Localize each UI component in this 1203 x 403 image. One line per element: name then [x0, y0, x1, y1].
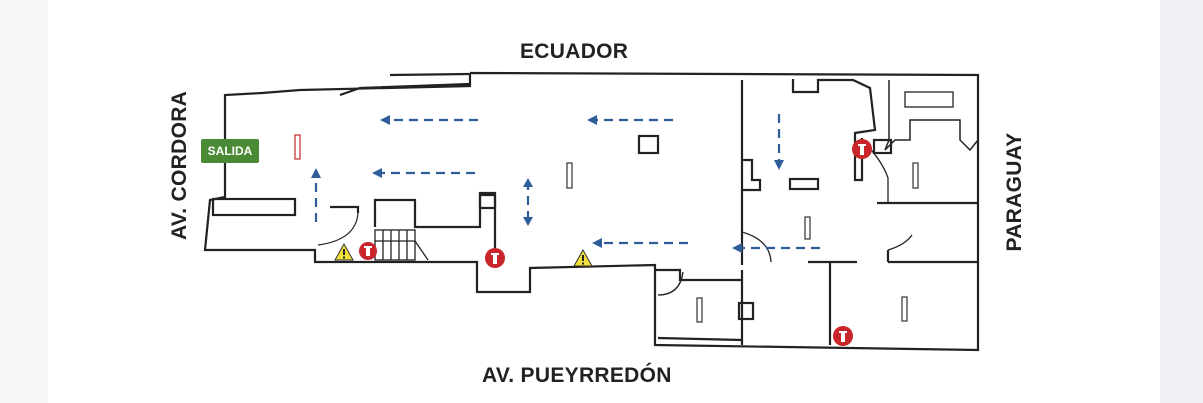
fire-extinguisher-icon [852, 139, 872, 159]
outer-wall [203, 71, 980, 352]
column [637, 134, 660, 155]
evacuation-arrow-icon [372, 168, 382, 178]
street-label-right: PARAGUAY [1003, 132, 1026, 252]
evacuation-arrows [314, 114, 820, 250]
evacuation-arrow-icon [732, 243, 742, 253]
evacuation-arrow-icon [592, 238, 602, 248]
evacuation-arrow-icon [774, 160, 784, 170]
walls [203, 71, 980, 352]
left-margin [0, 0, 48, 403]
evacuation-arrow-icon [311, 168, 321, 178]
evacuation-arrow-icon [523, 178, 533, 187]
exit-sign: SALIDA [201, 139, 259, 163]
street-label-bottom: AV. PUEYRREDÓN [482, 364, 672, 387]
outer-wall-ledge [389, 72, 471, 77]
warning-triangle-icon [573, 248, 593, 267]
right-margin [1160, 0, 1203, 403]
fire-extinguisher-icon [485, 248, 505, 268]
fire-extinguisher-icon [833, 326, 853, 346]
evacuation-arrow-icon [587, 115, 597, 125]
stairs-icon [374, 229, 429, 261]
street-label-left: AV. CORDORA [168, 90, 191, 240]
evacuation-arrow-icon [380, 115, 390, 125]
warnings [334, 242, 593, 267]
counter [211, 197, 297, 217]
outer-wall-curve [339, 82, 471, 97]
evacuation-arrow-icon [523, 217, 533, 226]
fire-extinguisher-icon [359, 242, 377, 260]
arrow-heads [311, 115, 784, 253]
desks [294, 134, 919, 323]
street-label-top: ECUADOR [520, 40, 629, 63]
warning-triangle-icon [334, 242, 354, 261]
extinguishers [359, 139, 872, 346]
